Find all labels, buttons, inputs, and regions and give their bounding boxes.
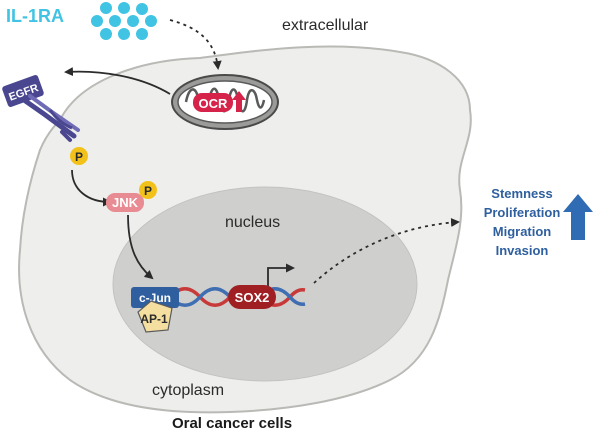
ap1-label: AP-1 [140, 312, 168, 326]
egfr-phospho-label: P [75, 150, 83, 164]
transcription-start-arrow-icon [267, 263, 295, 287]
sox2-label: SOX2 [235, 290, 270, 305]
ocr-badge [193, 93, 233, 112]
figure-caption: Oral cancer cells [172, 415, 292, 432]
jnk-to-cjun-arrow [127, 214, 154, 280]
cjun-label: c-Jun [139, 291, 171, 305]
jnk-phospho-label: P [144, 184, 152, 198]
ligand-to-mito-arrow [169, 19, 222, 70]
egfr-to-jnk-arrow [71, 169, 112, 207]
sox2-badge [228, 285, 276, 309]
outcome-stemness: Stemness [491, 186, 552, 201]
ocr-up-arrow-icon [232, 91, 246, 112]
cytoplasm-label: cytoplasm [152, 382, 224, 399]
outcome-list: Stemness Proliferation Migration Invasio… [484, 186, 561, 258]
mito-to-egfr-arrow [64, 67, 171, 95]
nucleus [112, 186, 418, 382]
cjun-badge [131, 287, 179, 308]
egfr-receptor-icon [2, 75, 80, 142]
jnk-label: JNK [112, 195, 139, 210]
ap1-shape [137, 300, 173, 333]
outcome-invasion: Invasion [496, 243, 549, 258]
nucleus-label: nucleus [225, 214, 280, 231]
outcome-migration: Migration [493, 224, 552, 239]
ligand-label: IL-1RA [6, 6, 64, 26]
ligand-dots [91, 2, 157, 40]
outcome-proliferation: Proliferation [484, 205, 561, 220]
egfr-phospho-badge [70, 147, 88, 165]
jnk-badge [106, 193, 144, 212]
ocr-label: OCR [199, 96, 229, 111]
up-arrow-icon [563, 194, 593, 240]
jnk-phospho-badge [139, 181, 157, 199]
extracellular-label: extracellular [282, 17, 369, 34]
